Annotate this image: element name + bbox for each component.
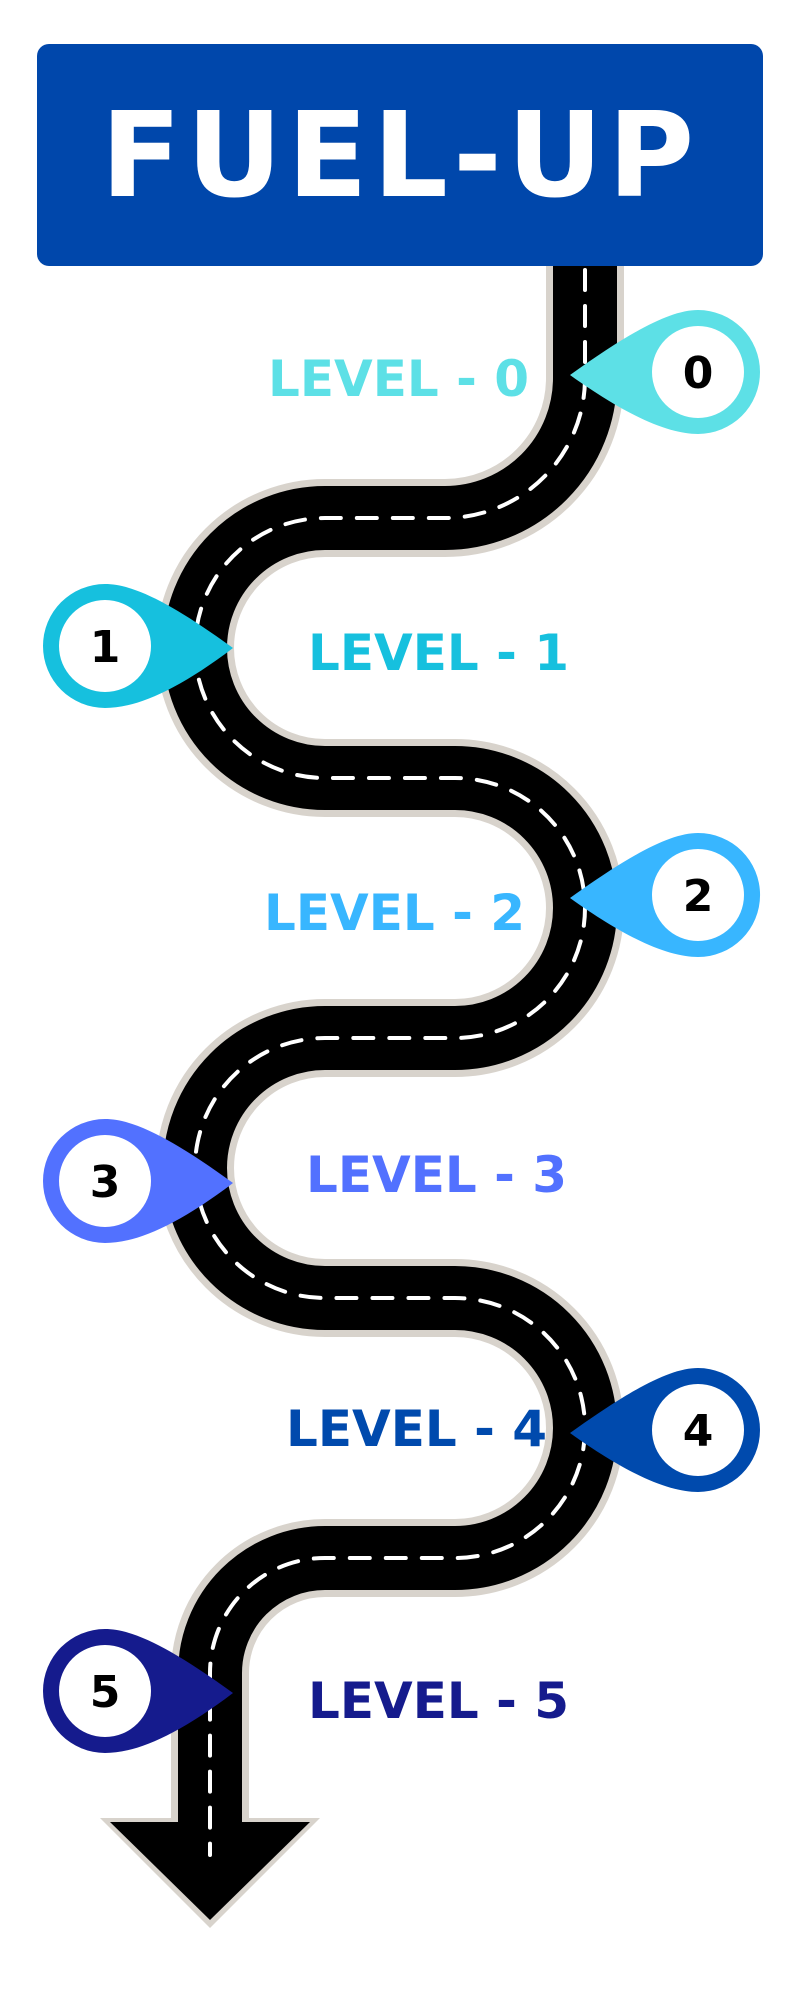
level-4-label: LEVEL - 4 xyxy=(286,1400,548,1458)
level-1-number: 1 xyxy=(90,622,121,673)
header-banner: FUEL-UP xyxy=(37,44,763,266)
road-center-line xyxy=(193,268,587,1857)
level-0-label: LEVEL - 0 xyxy=(268,350,530,408)
level-0-number: 0 xyxy=(683,348,714,399)
level-0-pin-center xyxy=(652,326,744,418)
page-title: FUEL-UP xyxy=(100,86,700,224)
level-5-label: LEVEL - 5 xyxy=(308,1672,570,1730)
level-0-pin: 0 xyxy=(570,310,760,434)
level-3-number: 3 xyxy=(90,1157,121,1208)
level-5-pin: 5 xyxy=(43,1629,233,1753)
level-1-pin: 1 xyxy=(43,584,233,708)
level-3-pin: 3 xyxy=(43,1119,233,1243)
level-2-label: LEVEL - 2 xyxy=(264,884,526,942)
level-4-pin: 4 xyxy=(570,1368,760,1492)
level-2-number: 2 xyxy=(683,871,714,922)
level-4-number: 4 xyxy=(683,1406,714,1457)
level-2-pin-center xyxy=(652,849,744,941)
level-1-label: LEVEL - 1 xyxy=(308,624,570,682)
level-3-label: LEVEL - 3 xyxy=(306,1146,568,1204)
level-5-pin-center xyxy=(59,1645,151,1737)
level-1-pin-center xyxy=(59,600,151,692)
level-2-pin: 2 xyxy=(570,832,761,957)
road-arrow-head xyxy=(110,1822,310,1920)
level-4-pin-center xyxy=(652,1384,744,1476)
level-5-number: 5 xyxy=(90,1667,121,1718)
level-3-pin-center xyxy=(59,1135,151,1227)
